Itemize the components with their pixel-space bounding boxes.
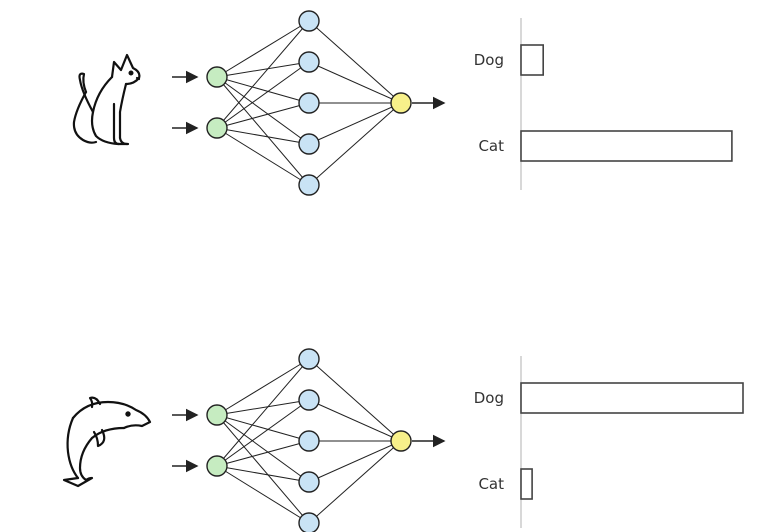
bar-label-dog: Dog <box>474 389 504 407</box>
output-node <box>390 430 412 452</box>
connection <box>216 127 310 186</box>
hidden-node <box>298 133 320 155</box>
cat-icon <box>72 53 141 146</box>
input-node <box>206 117 228 139</box>
connection <box>216 20 310 129</box>
connection <box>216 465 310 483</box>
network-connections <box>216 20 402 186</box>
hidden-node <box>298 430 320 452</box>
connection <box>308 358 402 442</box>
hidden-node <box>298 348 320 370</box>
input-arrows <box>172 408 199 473</box>
connection <box>216 127 310 145</box>
connection <box>216 399 310 467</box>
neural-network <box>206 10 412 196</box>
connection <box>308 102 402 145</box>
connection <box>308 102 402 186</box>
connection <box>216 358 310 467</box>
connection <box>216 20 310 78</box>
bar-label-cat: Cat <box>478 475 504 493</box>
connection <box>216 76 310 145</box>
bar-label-cat: Cat <box>478 137 504 155</box>
connection <box>308 399 402 442</box>
hidden-node <box>298 471 320 493</box>
bar-dog <box>520 44 545 76</box>
connection <box>216 399 310 416</box>
bar-cat <box>520 468 533 500</box>
hidden-node <box>298 92 320 114</box>
connection <box>308 20 402 104</box>
input-arrows <box>172 70 199 135</box>
hidden-node <box>298 389 320 411</box>
connection <box>216 76 310 104</box>
hidden-node <box>298 512 320 532</box>
connection <box>216 102 310 129</box>
connection <box>216 414 310 483</box>
hidden-node <box>298 10 320 32</box>
connection <box>216 465 310 524</box>
connection <box>216 358 310 416</box>
connection <box>216 440 310 467</box>
bar-dog <box>520 382 744 414</box>
bar-label-dog: Dog <box>474 51 504 69</box>
connection <box>216 414 310 442</box>
connection <box>216 61 310 129</box>
input-node <box>206 66 228 88</box>
output-node <box>390 92 412 114</box>
hidden-node <box>298 51 320 73</box>
input-node <box>206 404 228 426</box>
connection <box>216 414 310 524</box>
connection <box>216 61 310 78</box>
dolphin-icon <box>62 396 152 488</box>
connection <box>216 76 310 186</box>
network-connections <box>216 358 402 524</box>
input-node <box>206 455 228 477</box>
bar-cat <box>520 130 733 162</box>
neural-network <box>206 348 412 532</box>
connection <box>308 61 402 104</box>
connection <box>308 440 402 524</box>
hidden-node <box>298 174 320 196</box>
connection <box>308 440 402 483</box>
